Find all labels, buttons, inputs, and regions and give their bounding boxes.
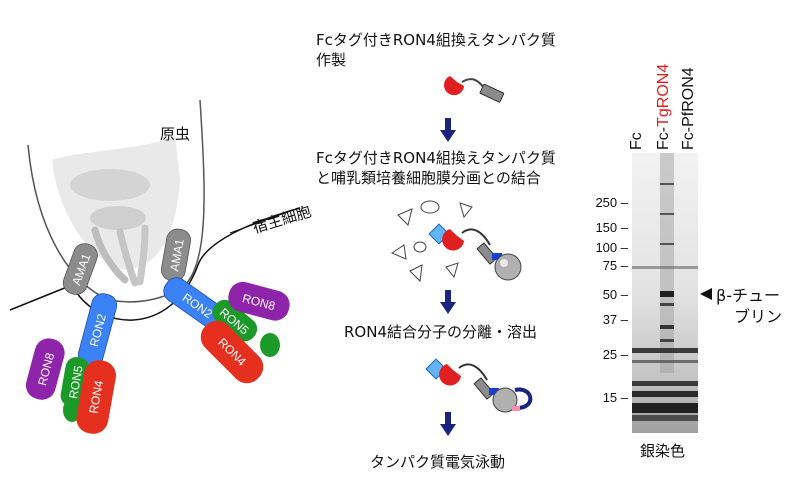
lane-label-2: Fc-TgRON4 xyxy=(655,10,673,150)
lane-1-prefix: Fc xyxy=(628,132,645,150)
ron8-right-protein: RON8 xyxy=(228,281,290,321)
marker-250: 250 – xyxy=(595,195,628,210)
marker-50-value: 50 xyxy=(602,287,618,302)
stain-label: 銀染色 xyxy=(640,442,686,460)
step2-title: Fcタグ付きRON4組換えタンパク質 xyxy=(316,149,556,167)
lane-3-name: PfRON4 xyxy=(680,67,697,127)
ama1-right-label: AMA1 xyxy=(167,238,187,273)
lane-2-name: TgRON4 xyxy=(655,63,672,127)
flow-arrow-1 xyxy=(440,118,456,142)
fc-ron4-probe-1 xyxy=(444,76,505,103)
marker-37-value: 37 xyxy=(602,312,618,327)
ron8-left-protein: RON8 xyxy=(25,338,65,400)
lane-3-prefix: Fc- xyxy=(680,126,697,150)
ron2-left-protein: RON2 xyxy=(77,293,118,368)
apical-complex xyxy=(52,135,180,270)
tubulin-pointer-arrow xyxy=(700,288,712,300)
marker-75-value: 75 xyxy=(602,258,618,273)
marker-100: 100 – xyxy=(595,240,628,255)
tubulin-label-line2: ブリン xyxy=(734,307,783,326)
flow-arrow-3 xyxy=(440,412,456,436)
rhoptry-left xyxy=(91,226,129,284)
lane-2-prefix: Fc- xyxy=(655,126,672,150)
membrane-binding-illustration xyxy=(390,200,522,283)
marker-150: 150 – xyxy=(595,220,628,235)
elution-illustration xyxy=(425,358,533,413)
ron4-left-label: RON4 xyxy=(86,379,106,415)
tubulin-label-line1: β-チュー xyxy=(716,286,780,305)
marker-15-value: 15 xyxy=(602,390,618,405)
host-cell-pointer-line xyxy=(229,208,297,234)
marker-15: 15 – xyxy=(602,390,628,405)
marker-25: 25 – xyxy=(602,347,628,362)
step1-subtitle: 作製 xyxy=(316,51,347,69)
step2-subtitle: と哺乳類培養細胞膜分画との結合 xyxy=(316,169,541,187)
marker-25-value: 25 xyxy=(602,347,618,362)
marker-100-value: 100 xyxy=(595,240,618,255)
marker-150-value: 150 xyxy=(595,220,618,235)
parasite-label: 原虫 xyxy=(160,125,191,143)
ron5-right-tail xyxy=(260,333,280,357)
lane-label-1: Fc xyxy=(628,10,646,150)
silver-stained-gel xyxy=(632,153,698,433)
lane-label-3: Fc-PfRON4 xyxy=(680,10,698,150)
step3-title: RON4結合分子の分離・溶出 xyxy=(344,323,537,341)
marker-50: 50 – xyxy=(602,287,628,302)
marker-250-value: 250 xyxy=(595,195,618,210)
ron5-left-tail xyxy=(63,398,81,422)
rhoptry-right xyxy=(136,224,149,286)
ron4-right-protein: RON4 xyxy=(200,320,264,384)
ama1-right-protein: AMA1 xyxy=(161,228,191,282)
marker-75: 75 – xyxy=(602,258,628,273)
apical-organelle-1 xyxy=(70,169,150,201)
ama1-left-protein: AMA1 xyxy=(62,243,98,295)
ron4-left-protein: RON4 xyxy=(76,360,116,434)
step1-title: Fcタグ付きRON4組換えタンパク質 xyxy=(316,31,556,49)
rhoptry-mid xyxy=(116,228,139,287)
invasion-diagram: AMA1 AMA1 RON2 RON5 RON8 RON4 RON2 RON5 … xyxy=(9,99,301,434)
parasite-outline xyxy=(27,99,205,303)
ron5-left-label: RON5 xyxy=(66,364,86,400)
flow-arrow-2 xyxy=(440,290,456,314)
step4-title: タンパク質電気泳動 xyxy=(370,453,506,471)
apical-organelle-2 xyxy=(90,206,146,230)
marker-37: 37 – xyxy=(602,312,628,327)
